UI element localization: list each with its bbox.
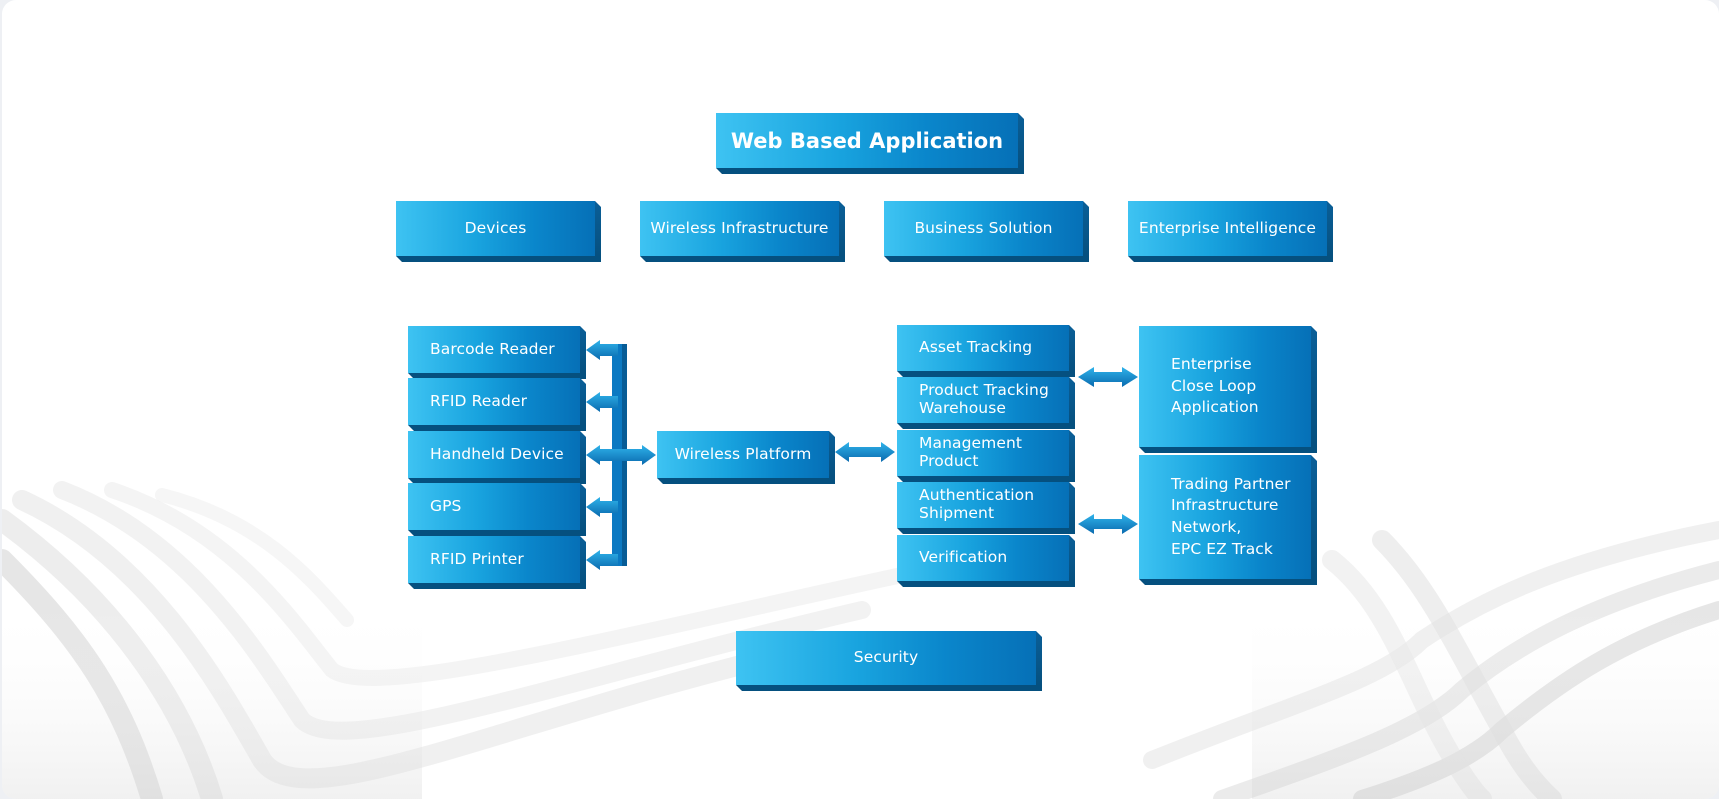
device-gps: GPS — [408, 483, 580, 530]
device-label: RFID Reader — [430, 391, 528, 410]
device-handheld-device: Handheld Device — [408, 431, 580, 478]
business-function-label: Product Tracking Warehouse — [919, 381, 1049, 417]
business-function-label: Verification — [919, 548, 1008, 567]
wireless-platform-box: Wireless Platform — [657, 431, 829, 478]
enterprise-close-loop-application: Enterprise Close Loop Application — [1139, 326, 1311, 447]
business-management-product: Management Product — [897, 430, 1069, 476]
category-devices: Devices — [396, 201, 595, 256]
diagram-title: Web Based Application — [730, 128, 1004, 153]
security-box: Security — [736, 631, 1036, 685]
device-label: Barcode Reader — [430, 339, 555, 358]
business-function-label: Authentication Shipment — [919, 486, 1035, 522]
business-function-label: Management Product — [919, 434, 1023, 470]
device-rfid-printer: RFID Printer — [408, 536, 580, 583]
category-wireless-infrastructure: Wireless Infrastructure — [640, 201, 839, 256]
web-based-application-box: Web Based Application — [716, 113, 1018, 168]
device-label: Handheld Device — [430, 444, 564, 463]
category-business-solution: Business Solution — [884, 201, 1083, 256]
enterprise-app-label: Trading Partner Infrastructure Network, … — [1171, 474, 1291, 558]
category-label: Business Solution — [914, 218, 1053, 237]
wireless-platform-label: Wireless Platform — [674, 444, 812, 463]
device-label: GPS — [430, 496, 462, 515]
category-label: Enterprise Intelligence — [1138, 218, 1317, 237]
business-authentication-shipment: Authentication Shipment — [897, 482, 1069, 528]
enterprise-app-label: Enterprise Close Loop Application — [1171, 354, 1259, 417]
business-asset-tracking: Asset Tracking — [897, 325, 1069, 371]
trading-partner-infrastructure-network: Trading Partner Infrastructure Network, … — [1139, 455, 1311, 579]
device-rfid-reader: RFID Reader — [408, 378, 580, 425]
device-barcode-reader: Barcode Reader — [408, 326, 580, 373]
category-enterprise-intelligence: Enterprise Intelligence — [1128, 201, 1327, 256]
business-verification: Verification — [897, 535, 1069, 581]
business-product-tracking-warehouse: Product Tracking Warehouse — [897, 377, 1069, 423]
category-label: Wireless Infrastructure — [650, 218, 829, 237]
security-label: Security — [853, 648, 919, 667]
device-label: RFID Printer — [430, 549, 524, 568]
business-function-label: Asset Tracking — [919, 338, 1033, 357]
category-label: Devices — [464, 218, 527, 237]
